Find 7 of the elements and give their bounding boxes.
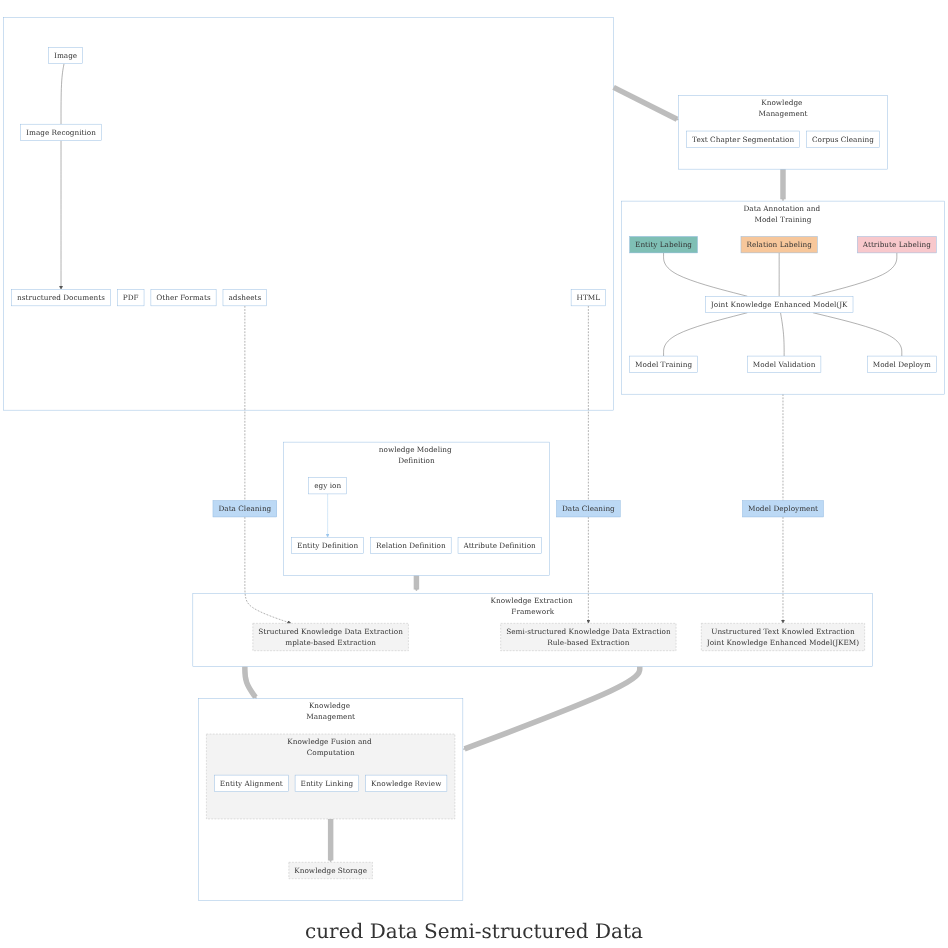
arrow <box>242 666 258 699</box>
arrow <box>462 666 643 752</box>
arrow <box>612 84 679 122</box>
arrow <box>327 818 334 863</box>
arrow <box>780 169 786 202</box>
note-text: cured Data Semi-structured Data <box>305 922 643 944</box>
cluster <box>3 17 614 411</box>
